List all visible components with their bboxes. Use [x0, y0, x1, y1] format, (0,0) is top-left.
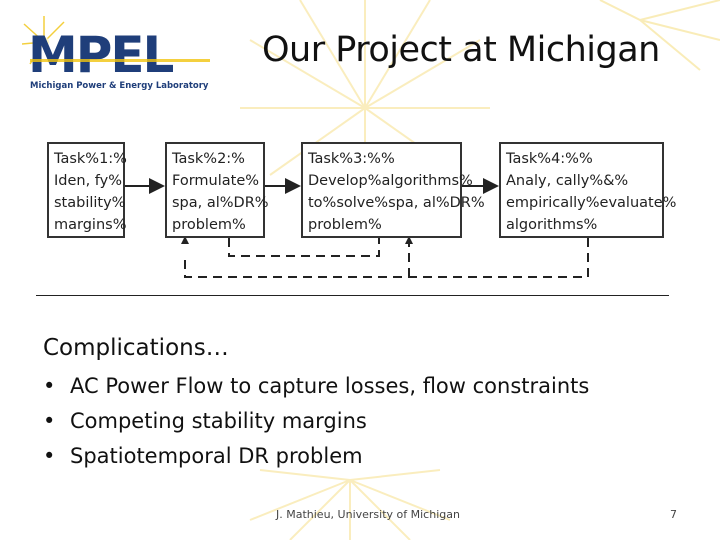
- task-line: problem%: [172, 217, 246, 233]
- complications-heading: Complications…: [43, 335, 229, 361]
- bullet-text: Spatiotemporal DR problem: [70, 444, 363, 468]
- task-box-2: Task%2:% Formulate% spa, al%DR% problem%: [165, 142, 269, 238]
- bullet-text: Competing stability margins: [70, 409, 367, 433]
- task-line: Develop%algorithms%: [308, 173, 473, 189]
- task-line: Formulate%: [172, 173, 260, 189]
- task-line: empirically%evaluate%: [506, 195, 677, 211]
- logo-mark: MPEL: [28, 26, 174, 84]
- footer-credit: J. Mathieu, University of Michigan: [276, 508, 460, 521]
- task-box-4: Task%4:%% Analy, cally%&% empirically%ev…: [499, 142, 677, 238]
- bullet-marker: •: [43, 409, 56, 433]
- list-item: • Spatiotemporal DR problem: [43, 440, 589, 475]
- task-box-1: Task%1:% Iden, fy% stability% margins%: [47, 142, 127, 238]
- task-line: Iden, fy%: [54, 173, 123, 189]
- task-line: Task%2:%: [172, 151, 245, 167]
- section-divider: [36, 295, 669, 296]
- task-line: Task%1:%: [54, 151, 127, 167]
- task-line: problem%: [308, 217, 382, 233]
- list-item: • AC Power Flow to capture losses, flow c…: [43, 370, 589, 405]
- task-box-3: Task%3:%% Develop%algorithms% to%solve%s…: [301, 142, 485, 238]
- bullet-text: AC Power Flow to capture losses, flow co…: [70, 374, 590, 398]
- list-item: • Competing stability margins: [43, 405, 589, 440]
- task-line: spa, al%DR%: [172, 195, 269, 211]
- logo-subtitle: Michigan Power & Energy Laboratory: [30, 81, 209, 91]
- bullet-marker: •: [43, 374, 56, 398]
- bullet-marker: •: [43, 444, 56, 468]
- task-line: Task%3:%%: [308, 151, 395, 167]
- page-number: 7: [670, 508, 677, 521]
- task-line: margins%: [54, 217, 127, 233]
- complications-list: • AC Power Flow to capture losses, flow c…: [43, 370, 589, 475]
- task-line: stability%: [54, 195, 126, 211]
- task-line: algorithms%: [506, 217, 598, 233]
- slide-title: Our Project at Michigan: [262, 30, 660, 70]
- task-line: Analy, cally%&%: [506, 173, 629, 189]
- task-line: Task%4:%%: [506, 151, 593, 167]
- mpel-logo: MPEL Michigan Power & Energy Laboratory: [21, 14, 222, 96]
- task-line: to%solve%spa, al%DR%: [308, 195, 485, 211]
